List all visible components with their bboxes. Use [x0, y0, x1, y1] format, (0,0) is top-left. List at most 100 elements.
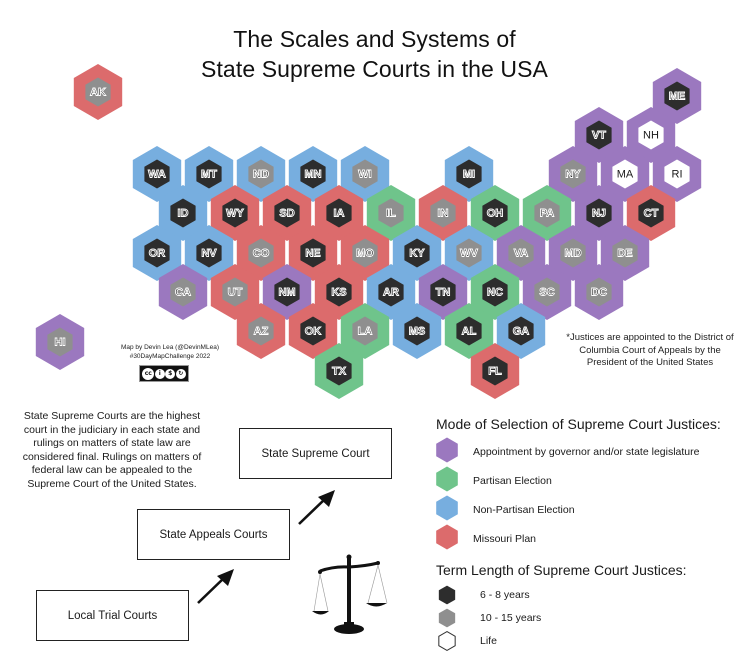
state-label: MT	[201, 169, 217, 181]
term-hex	[85, 77, 111, 107]
state-label: HI	[55, 337, 66, 349]
state-label: ME	[669, 91, 686, 103]
state-label: CO	[253, 248, 270, 260]
state-supreme-court-box: State Supreme Court	[239, 428, 392, 479]
title-line-1: The Scales and Systems of	[233, 26, 516, 52]
state-tile-ia: IA	[314, 185, 364, 241]
term-hex	[300, 316, 326, 346]
state-tile-in: IN	[418, 185, 468, 241]
term-hex	[534, 277, 560, 307]
term-hex	[612, 238, 638, 268]
state-label: ID	[178, 208, 189, 220]
state-tile-mo: MO	[340, 225, 390, 281]
state-tile-sc: SC	[522, 264, 572, 320]
legend-label: Life	[480, 635, 497, 647]
term-hex	[638, 198, 664, 228]
term-hex	[378, 277, 404, 307]
state-label: MS	[409, 326, 426, 338]
state-label: WV	[460, 248, 478, 260]
legend-label: Non-Partisan Election	[473, 503, 575, 516]
state-tile-wa: WA	[132, 146, 182, 202]
state-label: WI	[358, 169, 371, 181]
state-tile-ny: NY	[548, 146, 598, 202]
state-tile-wi: WI	[340, 146, 390, 202]
state-label: IN	[438, 208, 449, 220]
state-label: WA	[148, 169, 166, 181]
state-tile-mt: MT	[184, 146, 234, 202]
state-label: SC	[539, 287, 554, 299]
state-label: AR	[383, 287, 399, 299]
state-tile-nj: NJ	[574, 185, 624, 241]
state-label: PA	[540, 208, 555, 220]
state-tile-co: CO	[236, 225, 286, 281]
term-hex	[586, 198, 612, 228]
credit-hashtag: #30DayMapChallenge 2022	[129, 353, 211, 360]
state-tile-ca: CA	[158, 264, 208, 320]
state-tile-id: ID	[158, 185, 208, 241]
state-label: VA	[514, 248, 529, 260]
legend-item-non-partisan: Non-Partisan Election	[433, 494, 575, 525]
term-hex	[404, 316, 430, 346]
state-label: DC	[591, 287, 607, 299]
state-tile-la: LA	[340, 303, 390, 359]
term-hex	[352, 316, 378, 346]
state-tile-mn: MN	[288, 146, 338, 202]
term-hex	[586, 120, 612, 150]
state-label: WY	[226, 208, 244, 220]
term-hex	[196, 159, 222, 189]
state-tile-ky: KY	[392, 225, 442, 281]
hex-swatch-icon	[433, 494, 473, 525]
term-hex	[430, 198, 456, 228]
term-hex	[144, 238, 170, 268]
term-hex	[456, 159, 482, 189]
state-tile-ms: MS	[392, 303, 442, 359]
legend-label: 6 - 8 years	[480, 589, 530, 601]
state-label: OK	[305, 326, 322, 338]
sharealike-icon: ↻	[175, 368, 186, 379]
hex-swatch-icon	[436, 630, 470, 652]
state-label: ND	[253, 169, 269, 181]
credit-author: Map by Devin Lea (@DevinMLea)	[120, 344, 219, 351]
hex-swatch-icon	[433, 436, 473, 467]
state-label: CT	[644, 208, 659, 220]
term-hex	[612, 159, 638, 189]
legend-item-term-short: 6 - 8 years	[436, 584, 530, 606]
state-tile-hi: HI	[35, 314, 85, 370]
state-label: FL	[488, 366, 502, 378]
state-label: DE	[617, 248, 632, 260]
term-hex	[222, 198, 248, 228]
title-line-2: State Supreme Courts in the USA	[201, 56, 548, 82]
term-hex	[638, 120, 664, 150]
state-label: NJ	[592, 208, 606, 220]
state-label: MA	[617, 169, 634, 181]
term-hex	[300, 238, 326, 268]
state-label: NV	[201, 248, 217, 260]
state-label: UT	[228, 287, 243, 299]
term-hex	[664, 81, 690, 111]
cc-icon: cc	[142, 367, 155, 380]
term-hex	[508, 238, 534, 268]
state-label: NH	[643, 130, 659, 142]
term-hex	[482, 198, 508, 228]
attribution-icon: i	[154, 368, 165, 379]
legend-label: Appointment by governor and/or state leg…	[473, 445, 700, 458]
term-hex	[300, 159, 326, 189]
state-tile-va: VA	[496, 225, 546, 281]
term-hex	[430, 277, 456, 307]
state-label: MI	[463, 169, 475, 181]
hex-swatch-icon	[436, 584, 470, 606]
hex-swatch-icon	[433, 523, 473, 554]
term-hex	[482, 277, 508, 307]
state-label: RI	[672, 169, 683, 181]
term-hex	[508, 316, 534, 346]
state-label: NM	[278, 287, 295, 299]
legend-label: Partisan Election	[473, 474, 552, 487]
state-label: LA	[358, 326, 373, 338]
arrow-up-right-icon	[197, 569, 234, 604]
state-label: SD	[279, 208, 294, 220]
state-tile-ks: KS	[314, 264, 364, 320]
state-tile-fl: FL	[470, 343, 520, 399]
term-hex	[144, 159, 170, 189]
state-tile-il: IL	[366, 185, 416, 241]
